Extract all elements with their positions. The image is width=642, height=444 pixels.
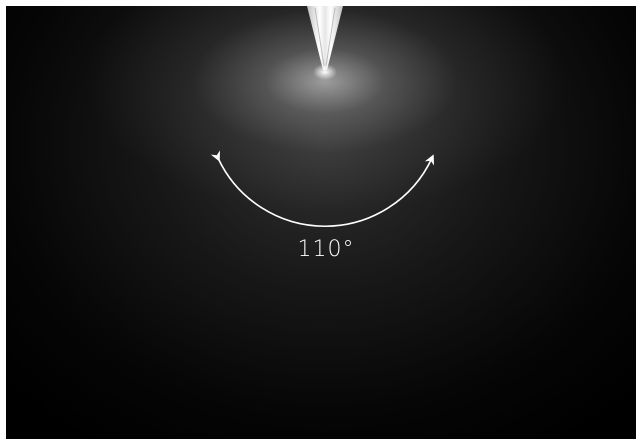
beam-angle-arc [218,158,432,226]
beam-angle-label: 110° [256,237,396,262]
light-source-icon [307,6,343,80]
diagram-overlay [6,6,636,439]
diagram-frame: 110° [6,6,636,439]
